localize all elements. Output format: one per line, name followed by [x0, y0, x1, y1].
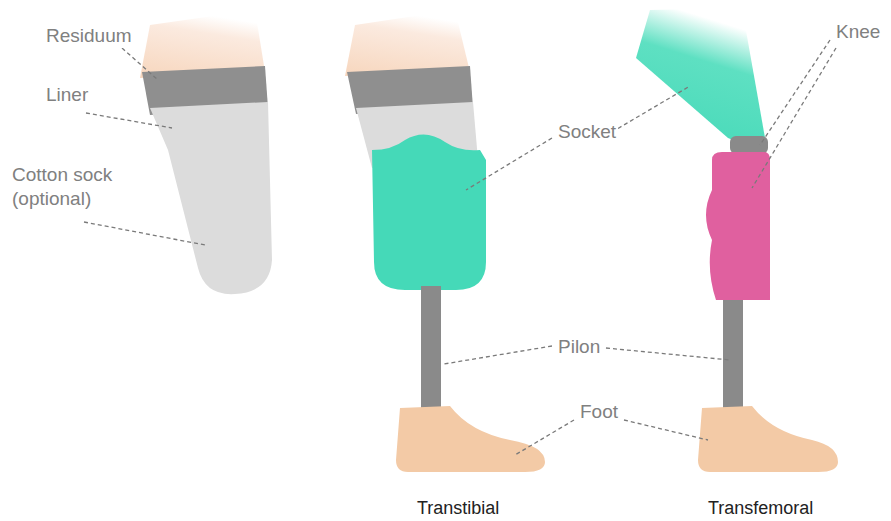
leader-lines: [84, 40, 836, 455]
caption-label: Transfemoral: [706, 496, 815, 520]
part-label: Residuum: [44, 24, 134, 48]
part-label: Liner: [44, 83, 90, 107]
part-label: Knee: [834, 20, 882, 44]
part-label: Socket: [556, 120, 618, 144]
part-label: Cotton sock (optional): [10, 163, 126, 211]
part-label: Foot: [578, 400, 620, 424]
transtibial-prosthesis: [345, 10, 545, 472]
residuum-with-liner: [140, 10, 272, 294]
transfemoral-prosthesis: [636, 8, 838, 472]
caption-label: Transtibial: [415, 496, 501, 520]
part-label: Pilon: [556, 335, 602, 359]
